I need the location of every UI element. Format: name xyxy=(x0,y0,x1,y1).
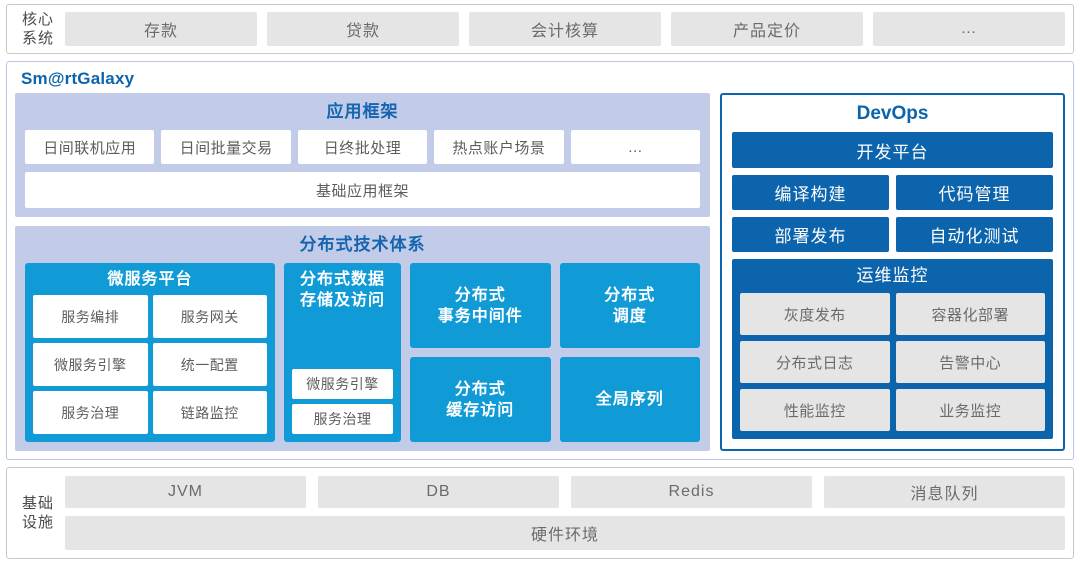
application-framework-items: 日间联机应用 日间批量交易 日终批处理 热点账户场景 … xyxy=(25,130,701,164)
devops-panel: DevOps 开发平台 编译构建 代码管理 部署发布 自动化测试 运维监控 灰度… xyxy=(720,93,1065,451)
core-system-row: 核心 系统 存款 贷款 会计核算 产品定价 … xyxy=(6,4,1074,54)
infrastructure-label-line2: 设施 xyxy=(21,514,54,531)
smartgalaxy-left-column: 应用框架 日间联机应用 日间批量交易 日终批处理 热点账户场景 … 基础应用框架… xyxy=(15,93,710,451)
core-system-item[interactable]: 会计核算 xyxy=(469,12,661,46)
core-system-item[interactable]: 存款 xyxy=(65,12,257,46)
microservice-platform-card[interactable]: 微服务平台 服务编排 服务网关 微服务引擎 统一配置 服务治理 链路监控 xyxy=(25,263,275,442)
devops-tile-automated-testing[interactable]: 自动化测试 xyxy=(896,217,1053,252)
smartgalaxy-panel: Sm@rtGalaxy 应用框架 日间联机应用 日间批量交易 日终批处理 热点账… xyxy=(6,61,1074,460)
infrastructure-item-message-queue[interactable]: 消息队列 xyxy=(824,476,1065,508)
distributed-storage-items: 微服务引擎 服务治理 xyxy=(292,316,393,434)
distributed-storage-card[interactable]: 分布式数据 存储及访问 微服务引擎 服务治理 xyxy=(284,263,401,442)
ops-item-distributed-logging[interactable]: 分布式日志 xyxy=(740,341,890,383)
microservice-platform-items: 服务编排 服务网关 微服务引擎 统一配置 服务治理 链路监控 xyxy=(33,295,267,434)
microservice-item[interactable]: 服务编排 xyxy=(33,295,148,338)
devops-tiles: 编译构建 代码管理 部署发布 自动化测试 xyxy=(732,175,1053,252)
ops-item-business-monitoring[interactable]: 业务监控 xyxy=(895,389,1045,431)
distributed-tech-columns: 微服务平台 服务编排 服务网关 微服务引擎 统一配置 服务治理 链路监控 xyxy=(25,263,700,442)
distributed-cache-access-card[interactable]: 分布式 缓存访问 xyxy=(410,357,551,442)
core-system-item[interactable]: 产品定价 xyxy=(671,12,863,46)
infrastructure-item-redis[interactable]: Redis xyxy=(571,476,812,508)
infrastructure-item-db[interactable]: DB xyxy=(318,476,559,508)
microservice-item[interactable]: 微服务引擎 xyxy=(33,343,148,386)
distributed-cache-access-title: 分布式 缓存访问 xyxy=(446,379,514,421)
distributed-column-three: 分布式 事务中间件 分布式 缓存访问 xyxy=(410,263,551,442)
infrastructure-content: JVM DB Redis 消息队列 硬件环境 xyxy=(65,476,1065,550)
devops-platform-tile[interactable]: 开发平台 xyxy=(732,132,1053,168)
global-sequence-title: 全局序列 xyxy=(596,389,664,410)
infrastructure-label-line1: 基础 xyxy=(21,495,54,512)
application-framework-item[interactable]: 日间联机应用 xyxy=(25,130,155,164)
distributed-scheduling-title: 分布式 调度 xyxy=(604,285,655,327)
title-line2: 事务中间件 xyxy=(437,307,523,325)
application-framework-item-more[interactable]: … xyxy=(570,130,701,164)
ops-monitoring-items: 灰度发布 容器化部署 分布式日志 告警中心 性能监控 业务监控 xyxy=(740,293,1045,431)
microservice-item[interactable]: 服务治理 xyxy=(33,391,148,434)
ops-item-alert-center[interactable]: 告警中心 xyxy=(895,341,1045,383)
distributed-transaction-middleware-title: 分布式 事务中间件 xyxy=(438,285,523,327)
application-framework-item[interactable]: 日间批量交易 xyxy=(161,130,291,164)
infrastructure-label: 基础 设施 xyxy=(11,494,65,532)
devops-tile-deploy-release[interactable]: 部署发布 xyxy=(732,217,889,252)
infrastructure-row: 基础 设施 JVM DB Redis 消息队列 硬件环境 xyxy=(6,467,1074,559)
title-line2: 缓存访问 xyxy=(446,401,515,419)
base-application-framework[interactable]: 基础应用框架 xyxy=(25,172,700,208)
ops-monitoring-group: 运维监控 灰度发布 容器化部署 分布式日志 告警中心 性能监控 业务监控 xyxy=(732,259,1053,439)
devops-title: DevOps xyxy=(856,103,929,124)
devops-tile-code-management[interactable]: 代码管理 xyxy=(896,175,1053,210)
core-system-label-line2: 系统 xyxy=(21,30,54,47)
ops-item-performance-monitoring[interactable]: 性能监控 xyxy=(740,389,890,431)
infrastructure-items: JVM DB Redis 消息队列 xyxy=(65,476,1065,508)
distributed-column-four: 分布式 调度 全局序列 xyxy=(559,263,700,442)
distributed-storage-title-line1: 分布式数据 xyxy=(299,271,385,288)
core-system-item[interactable]: 贷款 xyxy=(267,12,459,46)
ops-monitoring-title: 运维监控 xyxy=(856,266,929,285)
distributed-storage-title-line2: 存储及访问 xyxy=(299,292,385,309)
title-line1: 分布式 xyxy=(454,286,506,304)
distributed-storage-title: 分布式数据 存储及访问 xyxy=(292,263,393,316)
microservice-item[interactable]: 链路监控 xyxy=(152,391,267,434)
title-line1: 分布式 xyxy=(604,286,656,304)
title-line1: 全局序列 xyxy=(595,391,664,408)
hardware-environment[interactable]: 硬件环境 xyxy=(65,516,1065,550)
distributed-storage-item[interactable]: 微服务引擎 xyxy=(292,369,393,399)
title-line1: 分布式 xyxy=(454,380,506,398)
distributed-tech-title: 分布式技术体系 xyxy=(299,235,426,254)
ops-item-gray-release[interactable]: 灰度发布 xyxy=(740,293,890,335)
application-framework-title: 应用框架 xyxy=(326,102,399,121)
infrastructure-item-jvm[interactable]: JVM xyxy=(65,476,306,508)
application-framework-item[interactable]: 日终批处理 xyxy=(297,130,428,164)
global-sequence-card[interactable]: 全局序列 xyxy=(559,357,700,442)
microservice-item[interactable]: 统一配置 xyxy=(152,343,267,386)
title-line2: 调度 xyxy=(612,307,647,325)
smartgalaxy-title: Sm@rtGalaxy xyxy=(21,69,135,88)
core-system-item-more[interactable]: … xyxy=(873,12,1065,46)
core-system-label: 核心 系统 xyxy=(11,10,65,48)
core-system-items: 存款 贷款 会计核算 产品定价 … xyxy=(65,12,1065,46)
microservice-platform-title: 微服务平台 xyxy=(107,271,193,288)
distributed-tech-group: 分布式技术体系 微服务平台 服务编排 服务网关 微服务引擎 统一配置 服务治理 xyxy=(15,226,710,451)
ops-item-containerized-deploy[interactable]: 容器化部署 xyxy=(895,293,1045,335)
application-framework-group: 应用框架 日间联机应用 日间批量交易 日终批处理 热点账户场景 … 基础应用框架 xyxy=(15,93,710,217)
distributed-scheduling-card[interactable]: 分布式 调度 xyxy=(559,263,700,348)
application-framework-item[interactable]: 热点账户场景 xyxy=(434,130,564,164)
distributed-storage-item[interactable]: 服务治理 xyxy=(292,404,393,434)
smartgalaxy-right-column: DevOps 开发平台 编译构建 代码管理 部署发布 自动化测试 运维监控 灰度… xyxy=(720,93,1065,451)
distributed-transaction-middleware-card[interactable]: 分布式 事务中间件 xyxy=(410,263,551,348)
microservice-item[interactable]: 服务网关 xyxy=(152,295,267,338)
core-system-label-line1: 核心 xyxy=(21,11,54,28)
smartgalaxy-body: 应用框架 日间联机应用 日间批量交易 日终批处理 热点账户场景 … 基础应用框架… xyxy=(15,93,1065,451)
devops-tile-build[interactable]: 编译构建 xyxy=(732,175,889,210)
